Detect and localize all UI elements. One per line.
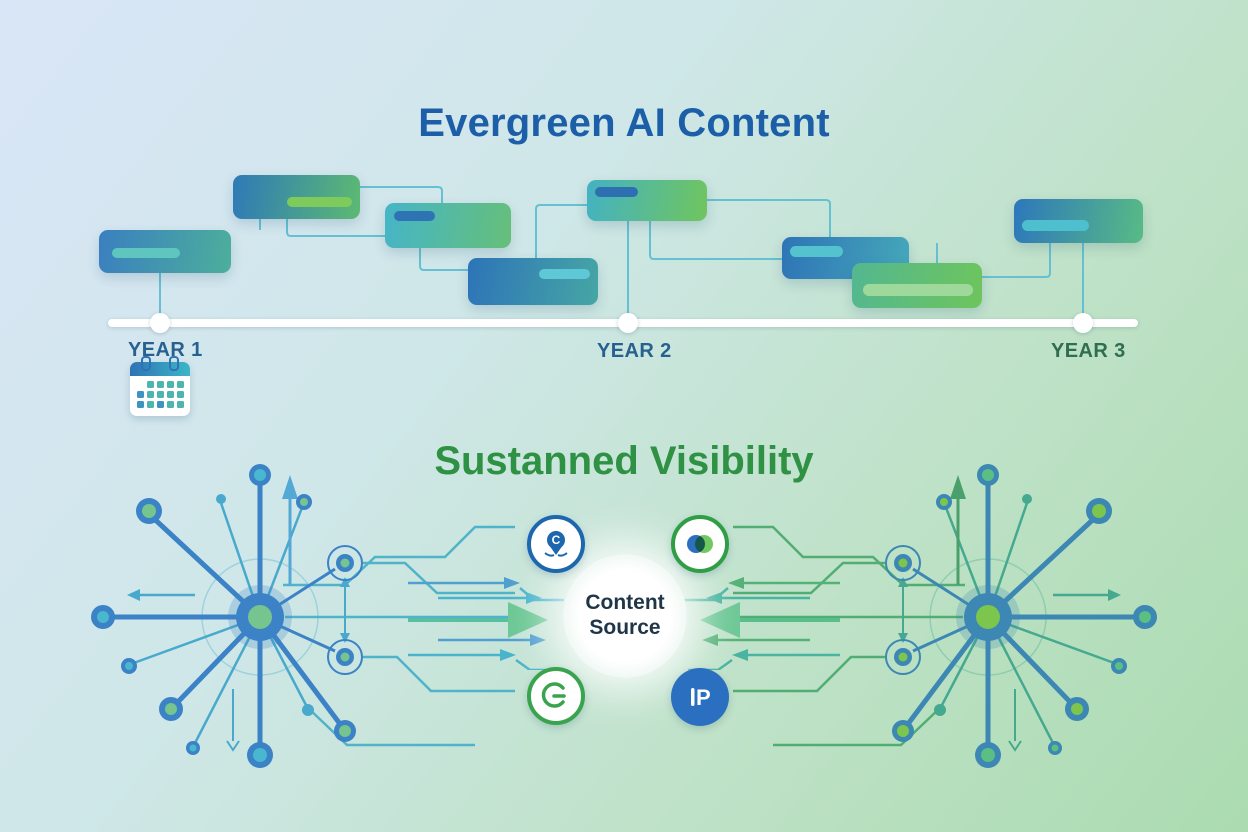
calendar-grid xyxy=(137,381,184,408)
content-pin-icon: C xyxy=(527,515,585,573)
timeline-card xyxy=(587,180,707,221)
timeline-card xyxy=(385,203,511,248)
card-pill xyxy=(394,211,435,221)
timeline-dot xyxy=(150,313,170,333)
timeline-card xyxy=(233,175,360,219)
page-title: Evergreen AI Content xyxy=(418,100,830,145)
timeline-dot xyxy=(618,313,638,333)
card-pill xyxy=(863,284,973,296)
timeline-card xyxy=(1014,199,1143,243)
year-label-3: YEAR 3 xyxy=(1051,340,1126,362)
timeline-card xyxy=(99,230,231,273)
timeline-card xyxy=(468,258,598,305)
year-label-1: YEAR 1 xyxy=(128,339,203,361)
calendar-ring xyxy=(141,356,151,371)
calendar-icon xyxy=(130,356,190,416)
svg-text:P: P xyxy=(696,685,711,710)
card-pill xyxy=(1022,220,1089,231)
card-pill xyxy=(287,197,352,207)
card-pill xyxy=(595,187,638,197)
timeline-connectors xyxy=(159,186,1084,323)
subtitle: Sustanned Visibility xyxy=(434,439,814,484)
svg-text:C: C xyxy=(552,533,561,547)
overlap-circles-icon xyxy=(671,515,729,573)
timeline-card xyxy=(852,263,982,308)
timeline-dot xyxy=(1073,313,1093,333)
card-pill xyxy=(539,269,590,279)
p-badge-icon: P xyxy=(671,668,729,726)
year-label-2: YEAR 2 xyxy=(597,340,672,362)
content-source-circle: Content Source xyxy=(563,554,687,678)
card-pill xyxy=(790,246,843,257)
calendar-ring xyxy=(169,356,179,371)
g-ring-icon xyxy=(527,667,585,725)
card-pill xyxy=(112,248,180,258)
content-source-label: Content Source xyxy=(585,591,665,639)
calendar-header xyxy=(130,362,190,376)
